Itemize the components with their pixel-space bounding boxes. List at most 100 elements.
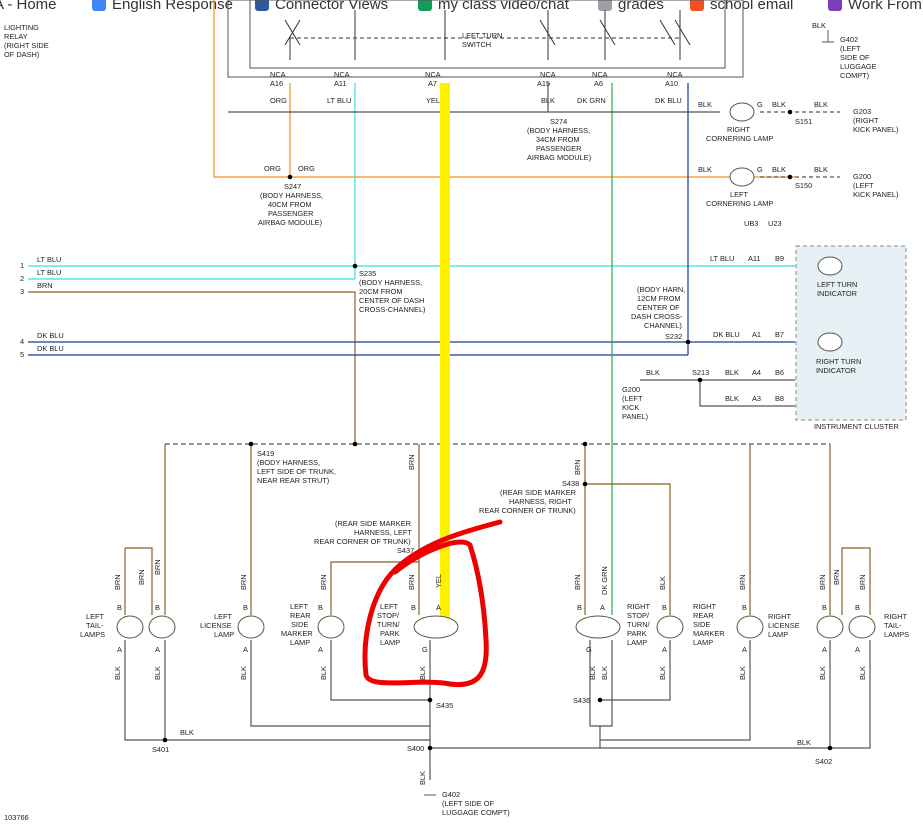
svg-text:BRN: BRN bbox=[738, 574, 747, 590]
bookmark-0[interactable]: A - Home bbox=[0, 0, 57, 14]
svg-text:(LEFT: (LEFT bbox=[853, 181, 874, 190]
svg-text:DASH CROSS-: DASH CROSS- bbox=[631, 312, 683, 321]
svg-text:G: G bbox=[757, 165, 763, 174]
svg-text:BLK: BLK bbox=[725, 368, 739, 377]
svg-text:S274: S274 bbox=[550, 117, 567, 126]
wire-brn-3 bbox=[28, 291, 356, 444]
svg-text:A: A bbox=[243, 645, 248, 654]
svg-text:LEFT TURN: LEFT TURN bbox=[817, 280, 857, 289]
bookmark-4[interactable]: grades bbox=[598, 0, 664, 14]
svg-text:A: A bbox=[855, 645, 860, 654]
left-cornering-lamp-icon bbox=[729, 167, 755, 187]
chat-icon bbox=[418, 0, 432, 11]
svg-text:LEFT SIDE OF TRUNK,: LEFT SIDE OF TRUNK, bbox=[257, 467, 336, 476]
switch-contacts bbox=[284, 10, 691, 60]
rear-notes: S419(BODY HARNESS, LEFT SIDE OF TRUNK,NE… bbox=[257, 449, 579, 555]
svg-text:DK BLU: DK BLU bbox=[655, 96, 682, 105]
svg-text:BLK: BLK bbox=[698, 165, 712, 174]
svg-text:DK GRN: DK GRN bbox=[577, 96, 606, 105]
bookmarks-bar: A - Home English Response Connector Views m… bbox=[0, 0, 923, 14]
svg-text:LEFT: LEFT bbox=[214, 612, 233, 621]
svg-text:STOP/: STOP/ bbox=[627, 611, 650, 620]
svg-text:S213: S213 bbox=[692, 368, 709, 377]
svg-text:G402: G402 bbox=[442, 790, 460, 799]
svg-text:REAR: REAR bbox=[693, 611, 714, 620]
svg-text:BLK: BLK bbox=[858, 666, 867, 680]
svg-text:KICK PANEL): KICK PANEL) bbox=[853, 190, 898, 199]
lighting-relay-label: LIGHTING RELAY (RIGHT SIDE OF DASH) bbox=[4, 23, 49, 59]
svg-text:BRN: BRN bbox=[832, 569, 841, 585]
svg-text:SIDE: SIDE bbox=[291, 620, 308, 629]
svg-text:NEAR REAR STRUT): NEAR REAR STRUT) bbox=[257, 476, 329, 485]
bookmark-label: English Response bbox=[112, 0, 233, 13]
svg-text:S401: S401 bbox=[152, 745, 169, 754]
svg-text:BRN: BRN bbox=[858, 574, 867, 590]
svg-text:G: G bbox=[757, 100, 763, 109]
svg-text:BLK: BLK bbox=[772, 165, 786, 174]
svg-text:LAMP: LAMP bbox=[627, 638, 647, 647]
svg-text:S247: S247 bbox=[284, 182, 301, 191]
svg-text:B: B bbox=[855, 603, 860, 612]
svg-text:SIDE OF: SIDE OF bbox=[840, 53, 870, 62]
svg-text:BLK: BLK bbox=[418, 666, 427, 680]
svg-text:LICENSE: LICENSE bbox=[200, 621, 232, 630]
right-marker-lamp-icon bbox=[656, 615, 684, 639]
svg-text:A: A bbox=[822, 645, 827, 654]
svg-text:REAR CORNER OF TRUNK): REAR CORNER OF TRUNK) bbox=[479, 506, 576, 515]
svg-text:ORG: ORG bbox=[270, 96, 287, 105]
svg-text:A: A bbox=[117, 645, 122, 654]
svg-text:PARK: PARK bbox=[627, 629, 647, 638]
svg-text:(BODY HARNESS,: (BODY HARNESS, bbox=[257, 458, 320, 467]
left-license-lamp-icon bbox=[237, 615, 265, 639]
svg-text:BLK: BLK bbox=[818, 666, 827, 680]
svg-text:LT BLU: LT BLU bbox=[37, 255, 61, 264]
svg-text:BRN: BRN bbox=[818, 574, 827, 590]
bookmark-1[interactable]: English Response bbox=[92, 0, 233, 14]
svg-text:CHANNEL): CHANNEL) bbox=[644, 321, 682, 330]
svg-text:A15: A15 bbox=[537, 79, 550, 88]
svg-text:S435: S435 bbox=[436, 701, 453, 710]
bookmark-label: grades bbox=[618, 0, 664, 13]
svg-text:PANEL): PANEL) bbox=[622, 412, 648, 421]
svg-text:103766: 103766 bbox=[4, 813, 29, 822]
svg-text:A11: A11 bbox=[748, 254, 761, 263]
bookmark-3[interactable]: my class video/chat bbox=[418, 0, 569, 14]
vertical-wire-labels: BRN BRN BRN BRN BRN BRN BRN YEL BRN BRN … bbox=[113, 454, 867, 785]
bookmark-label: my class video/chat bbox=[438, 0, 569, 13]
svg-text:RELAY: RELAY bbox=[4, 32, 28, 41]
svg-text:G200: G200 bbox=[622, 385, 640, 394]
left-turn-switch-label-1: LEFT TURN bbox=[462, 31, 502, 40]
svg-text:S150: S150 bbox=[795, 181, 812, 190]
svg-text:B: B bbox=[662, 603, 667, 612]
svg-text:BRN: BRN bbox=[573, 459, 582, 475]
svg-text:LAMPS: LAMPS bbox=[80, 630, 105, 639]
svg-text:CORNERING LAMP: CORNERING LAMP bbox=[706, 199, 773, 208]
svg-text:A6: A6 bbox=[594, 79, 603, 88]
bookmark-6[interactable]: Work From bbox=[828, 0, 922, 14]
svg-text:G200: G200 bbox=[853, 172, 871, 181]
svg-text:(REAR SIDE MARKER: (REAR SIDE MARKER bbox=[500, 488, 576, 497]
svg-text:ORG: ORG bbox=[298, 164, 315, 173]
svg-text:DK BLU: DK BLU bbox=[37, 331, 64, 340]
bookmark-5[interactable]: school email bbox=[690, 0, 793, 14]
right-tail-lamp-icon bbox=[816, 615, 844, 639]
bookmark-2[interactable]: Connector Views bbox=[255, 0, 388, 14]
svg-text:G203: G203 bbox=[853, 107, 871, 116]
svg-text:BLK: BLK bbox=[153, 666, 162, 680]
svg-text:3: 3 bbox=[20, 287, 24, 296]
svg-text:S235: S235 bbox=[359, 269, 376, 278]
svg-text:(LEFT: (LEFT bbox=[840, 44, 861, 53]
svg-text:TURN/: TURN/ bbox=[627, 620, 651, 629]
svg-text:BLK: BLK bbox=[738, 666, 747, 680]
svg-text:SIDE: SIDE bbox=[693, 620, 710, 629]
left-turn-switch-label-2: SWITCH bbox=[462, 40, 491, 49]
svg-text:LIGHTING: LIGHTING bbox=[4, 23, 39, 32]
svg-text:BLK: BLK bbox=[658, 576, 667, 590]
svg-text:LT BLU: LT BLU bbox=[710, 254, 734, 263]
svg-text:BLK: BLK bbox=[814, 100, 828, 109]
svg-text:BRN: BRN bbox=[37, 281, 53, 290]
svg-text:LAMP: LAMP bbox=[380, 638, 400, 647]
